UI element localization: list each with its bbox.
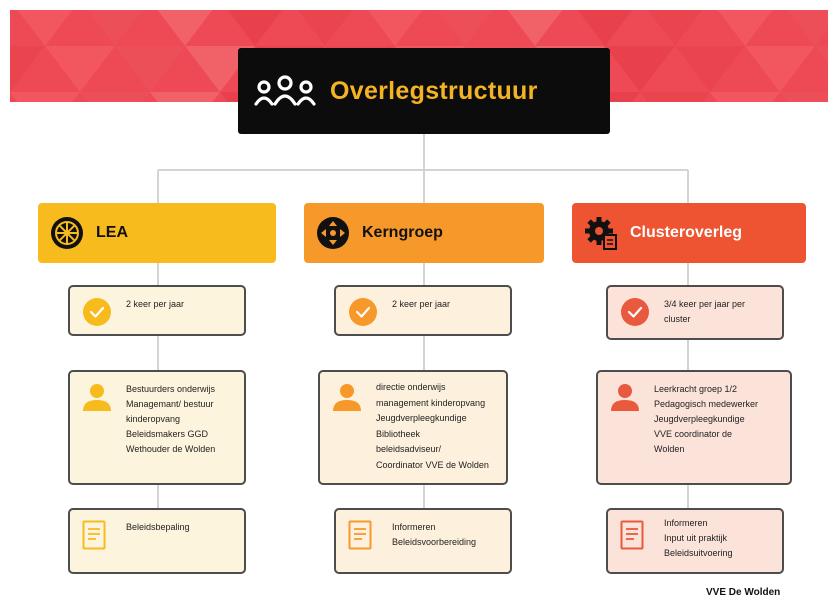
kerngroep-participants-card: directie onderwijs management kinderopva…	[318, 370, 508, 485]
clusteroverleg-header: Clusteroverleg	[572, 203, 806, 263]
check-circle-icon	[83, 298, 111, 326]
kerngroep-participant: beleidsadviseur/	[376, 444, 442, 454]
kerngroep-participant: directie onderwijs	[376, 382, 446, 392]
clusteroverleg-participant: Wolden	[654, 444, 685, 454]
person-icon	[83, 384, 111, 411]
title-box: Overlegstructuur	[238, 48, 610, 134]
kerngroep-header: Kerngroep	[304, 203, 544, 263]
clusteroverleg-tasks-card: Informeren Input uit praktijk Beleidsuit…	[606, 508, 784, 574]
clusteroverleg-participants-card: Leerkracht groep 1/2 Pedagogisch medewer…	[596, 370, 792, 485]
check-circle-icon	[349, 298, 377, 326]
kerngroep-tasks-card: Informeren Beleidsvoorbereiding	[334, 508, 512, 574]
lea-frequency-card: 2 keer per jaar	[68, 285, 246, 336]
lea-title: LEA	[96, 224, 128, 241]
lea-participant: Bestuurders onderwijs	[126, 384, 216, 394]
lea-header: LEA	[38, 203, 276, 263]
lea-participants-card: Bestuurders onderwijs Managemant/ bestuu…	[68, 370, 246, 485]
kerngroep-task: Beleidsvoorbereiding	[392, 537, 477, 547]
kerngroep-participant: Coordinator VVE de Wolden	[376, 459, 489, 470]
page-title: Overlegstructuur	[330, 76, 538, 105]
lea-tasks-card: Beleidsbepaling	[68, 508, 246, 574]
clusteroverleg-participant: VVE coordinator de	[654, 429, 733, 439]
clusteroverleg-frequency: cluster	[664, 314, 691, 324]
lea-participant: kinderopvang	[126, 414, 181, 424]
lea-task: Beleidsbepaling	[126, 522, 190, 532]
document-icon	[620, 520, 644, 550]
lea-participant: Beleidsmakers GGD	[126, 429, 209, 439]
clusteroverleg-frequency-card: 3/4 keer per jaar per cluster	[606, 285, 784, 340]
gear-document-icon	[585, 217, 617, 250]
clusteroverleg-participant: Pedagogisch medewerker	[654, 399, 759, 409]
clusteroverleg-participant: Jeugdverpleegkundige	[654, 414, 745, 424]
kerngroep-participant: Bibliotheek	[376, 428, 421, 439]
lea-participant: Managemant/ bestuur	[126, 399, 214, 409]
clusteroverleg-task: Informeren	[664, 518, 708, 528]
arrows-circle-icon	[317, 217, 349, 249]
kerngroep-task: Informeren	[392, 522, 436, 532]
kerngroep-participant: management kinderopvang	[376, 397, 486, 408]
kerngroep-title: Kerngroep	[362, 224, 443, 241]
person-icon	[333, 384, 361, 411]
lea-frequency: 2 keer per jaar	[126, 299, 185, 309]
check-circle-icon	[621, 298, 649, 326]
people-icon	[254, 75, 316, 106]
clusteroverleg-frequency: 3/4 keer per jaar per	[664, 299, 746, 309]
clusteroverleg-task: Input uit praktijk	[664, 533, 728, 543]
footer-brand: VVE De Wolden	[706, 587, 781, 598]
clusteroverleg-task: Beleidsuitvoering	[664, 548, 733, 558]
wheel-icon	[51, 217, 83, 249]
lea-participant: Wethouder de Wolden	[126, 444, 216, 454]
document-icon	[82, 520, 106, 550]
kerngroep-frequency: 2 keer per jaar	[392, 299, 451, 309]
person-icon	[611, 384, 639, 411]
document-icon	[348, 520, 372, 550]
kerngroep-frequency-card: 2 keer per jaar	[334, 285, 512, 336]
clusteroverleg-title: Clusteroverleg	[630, 224, 743, 241]
kerngroep-participant: Jeugdverpleegkundige	[376, 413, 467, 423]
clusteroverleg-participant: Leerkracht groep 1/2	[654, 384, 738, 394]
